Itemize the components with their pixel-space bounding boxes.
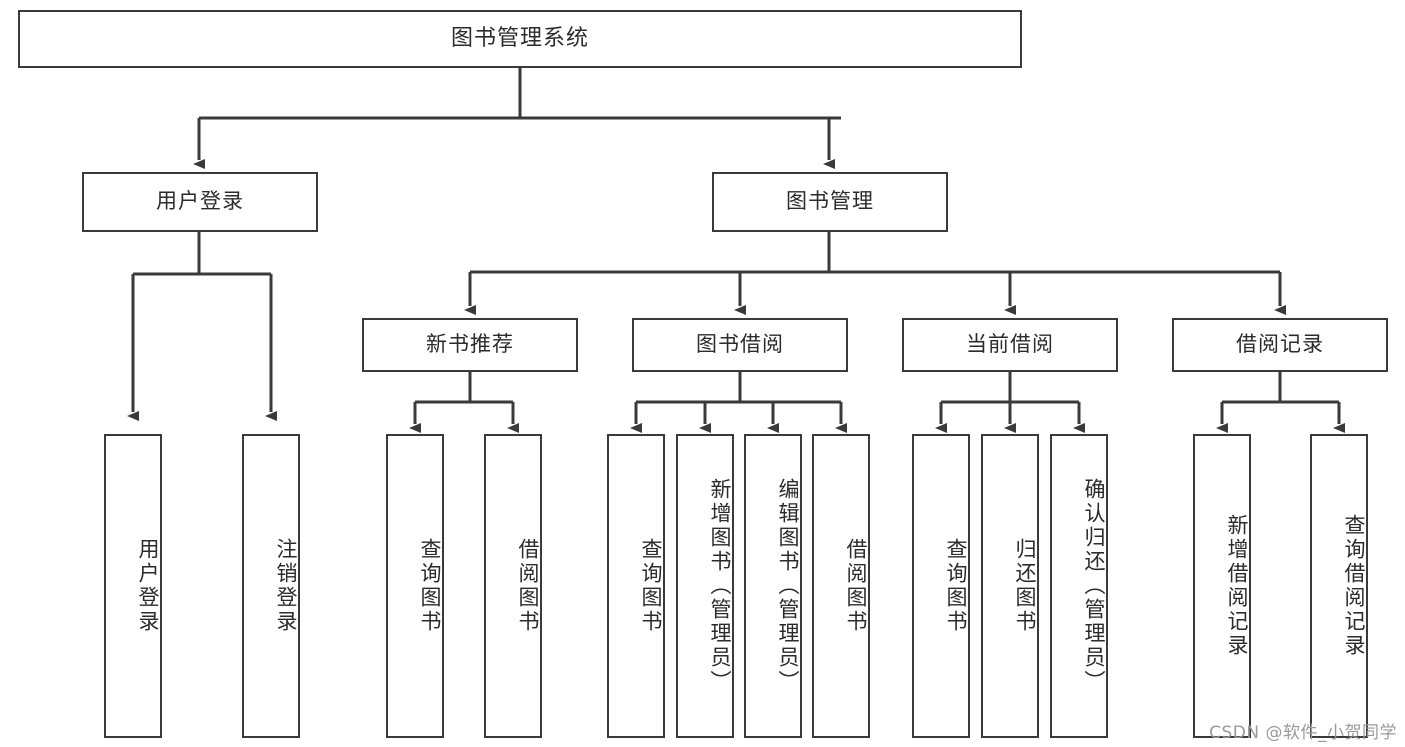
node-book-borrow-label: 图书借阅	[696, 332, 784, 357]
node-leaf-borrow-book-1[interactable]: 借阅图书	[484, 434, 542, 738]
node-leaf-confirm-return[interactable]: 确认归还（管理员）	[1050, 434, 1108, 738]
node-user-login[interactable]: 用户登录	[82, 172, 318, 232]
node-leaf-add-book-label: 新增图书（管理员）	[708, 478, 732, 694]
node-leaf-add-record[interactable]: 新增借阅记录	[1193, 434, 1251, 738]
node-leaf-confirm-return-label: 确认归还（管理员）	[1082, 478, 1106, 694]
node-current-borrow[interactable]: 当前借阅	[902, 318, 1118, 372]
node-root-label: 图书管理系统	[450, 25, 589, 51]
node-leaf-query-book-3[interactable]: 查询图书	[912, 434, 970, 738]
node-leaf-add-book[interactable]: 新增图书（管理员）	[676, 434, 734, 738]
node-leaf-add-record-label: 新增借阅记录	[1225, 514, 1249, 658]
node-leaf-logout[interactable]: 注销登录	[242, 434, 300, 738]
node-leaf-query-record[interactable]: 查询借阅记录	[1310, 434, 1368, 738]
node-borrow-record-label: 借阅记录	[1236, 332, 1324, 357]
node-leaf-query-book-1[interactable]: 查询图书	[386, 434, 444, 738]
node-book-borrow[interactable]: 图书借阅	[632, 318, 848, 372]
node-borrow-record[interactable]: 借阅记录	[1172, 318, 1388, 372]
node-leaf-borrow-book-2-label: 借阅图书	[844, 538, 868, 634]
node-leaf-logout-label: 注销登录	[274, 538, 298, 634]
node-book-management[interactable]: 图书管理	[712, 172, 948, 232]
node-leaf-query-record-label: 查询借阅记录	[1342, 514, 1366, 658]
node-leaf-borrow-book-1-label: 借阅图书	[516, 538, 540, 634]
node-leaf-query-book-2[interactable]: 查询图书	[607, 434, 665, 738]
node-leaf-user-login[interactable]: 用户登录	[104, 434, 162, 738]
node-root[interactable]: 图书管理系统	[18, 10, 1022, 68]
node-leaf-return-book[interactable]: 归还图书	[981, 434, 1039, 738]
node-user-login-label: 用户登录	[156, 189, 244, 214]
node-leaf-query-book-1-label: 查询图书	[418, 538, 442, 634]
node-leaf-edit-book[interactable]: 编辑图书（管理员）	[744, 434, 802, 738]
node-book-management-label: 图书管理	[786, 189, 874, 214]
node-leaf-return-book-label: 归还图书	[1013, 538, 1037, 634]
node-new-book-recommend[interactable]: 新书推荐	[362, 318, 578, 372]
node-leaf-query-book-3-label: 查询图书	[944, 538, 968, 634]
node-current-borrow-label: 当前借阅	[966, 332, 1054, 357]
node-leaf-edit-book-label: 编辑图书（管理员）	[776, 478, 800, 694]
node-leaf-query-book-2-label: 查询图书	[639, 538, 663, 634]
node-leaf-user-login-label: 用户登录	[136, 538, 160, 634]
node-leaf-borrow-book-2[interactable]: 借阅图书	[812, 434, 870, 738]
node-new-book-recommend-label: 新书推荐	[426, 332, 514, 357]
watermark-text: CSDN @软件_小贺同学	[1209, 723, 1397, 743]
